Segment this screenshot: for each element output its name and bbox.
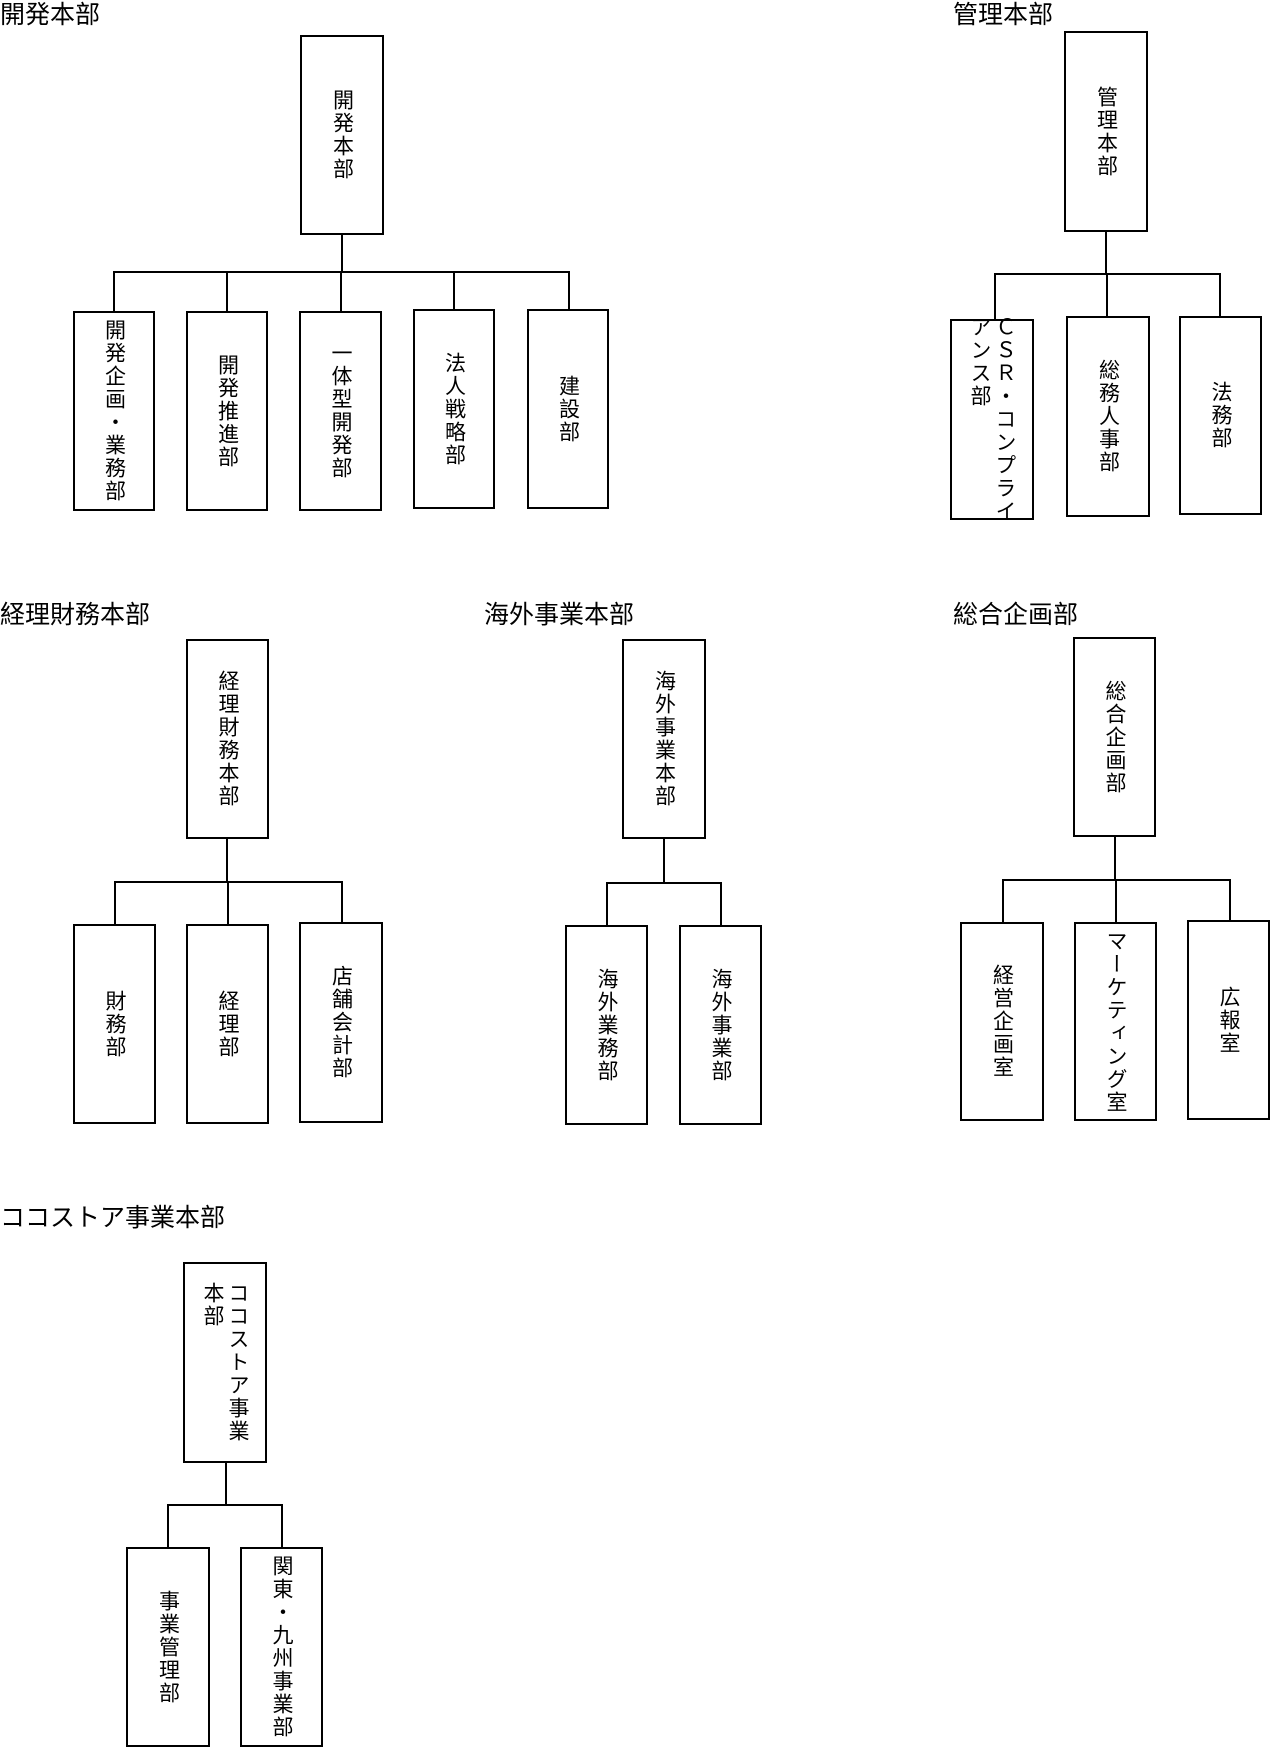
connector-line [281,1504,283,1547]
org-box: 関東・九州事業部 [240,1547,323,1747]
connector-line [606,882,608,925]
connector-line [113,271,115,311]
connector-line [663,839,665,884]
connector-line [114,881,116,924]
org-box-head: 開発本部 [300,35,384,235]
org-box-label: 関東・九州事業部 [270,1555,294,1739]
connector-line [167,1504,283,1506]
connector-line [1002,879,1004,922]
org-box: 建設部 [527,309,609,509]
connector-line [720,882,722,925]
org-box-label: 事業管理部 [156,1589,181,1705]
org-box-label: 法人戦略部 [442,351,467,467]
org-box-head: 総合企画部 [1073,637,1156,837]
connector-line [568,271,570,311]
org-box: マーケティング室 [1074,922,1157,1121]
org-box-label: ＣＳＲ・コンプライ アンス部 [968,316,1017,523]
org-box: 開発企画・業務部 [73,311,155,511]
org-box-head: 経理財務本部 [186,639,269,839]
connector-line [1115,879,1117,922]
org-box-label: 経理財務本部 [216,670,240,808]
org-box: 海外事業部 [679,925,762,1125]
org-box-label: 法務部 [1209,381,1233,450]
org-box-label: 経理部 [216,989,240,1059]
org-box: 店舗会計部 [299,922,383,1123]
section-title: 開発本部 [0,0,101,29]
org-box-label: 開発本部 [330,89,355,181]
connector-line [606,882,722,884]
org-box-head: ココストア事業 本部 [183,1262,267,1463]
section-title: ココストア事業本部 [0,1203,226,1232]
connector-line [226,839,228,883]
org-box-label: 店舗会計部 [329,965,354,1080]
section-title: 経理財務本部 [0,600,151,629]
connector-line [227,881,229,924]
connector-line [225,1463,227,1506]
org-box: 法務部 [1179,316,1262,515]
org-box-head: 管理本部 [1064,31,1148,232]
org-box-label: 海外事業本部 [652,670,677,808]
connector-line [1106,273,1108,318]
org-box: 開発推進部 [186,311,268,511]
org-box-label: 建設部 [556,374,581,444]
org-box-label: 経営企画室 [990,964,1015,1079]
connector-line [1229,879,1231,922]
org-box: 法人戦略部 [413,309,495,509]
org-box: 総務人事部 [1066,316,1150,517]
org-box: 経理部 [186,924,269,1124]
org-box-label: マーケティング室 [1104,929,1128,1114]
connector-line [994,273,996,319]
org-box-label: 総合企画部 [1103,679,1127,795]
org-box-label: 一体型開発部 [329,342,353,480]
org-box-label: 海外業務部 [595,967,619,1083]
org-box-head: 海外事業本部 [622,639,706,839]
connector-line [341,235,343,273]
connector-line [1219,273,1221,316]
connector-line [167,1504,169,1547]
org-box: 一体型開発部 [299,311,382,511]
org-box-label: 広報室 [1217,985,1241,1055]
org-box: 広報室 [1187,920,1270,1120]
org-box: 事業管理部 [126,1547,210,1747]
org-box-label: 開発企画・業務部 [102,319,127,503]
org-box: ＣＳＲ・コンプライ アンス部 [950,316,1034,523]
org-box-label: 管理本部 [1094,85,1119,178]
connector-line [1114,837,1116,881]
connector-line [341,881,343,924]
org-box: 経営企画室 [960,922,1044,1121]
section-title: 総合企画部 [953,600,1079,629]
connector-line [453,271,455,311]
org-box-label: 海外事業部 [709,967,733,1083]
org-box-label: 財務部 [103,989,127,1059]
org-box-label: 開発推進部 [215,353,240,469]
section-title: 管理本部 [953,0,1054,29]
org-box: 財務部 [73,924,156,1124]
section-title: 海外事業本部 [484,600,635,629]
connector-line [340,271,342,311]
org-box: 海外業務部 [565,925,648,1125]
org-box-label: ココストア事業 本部 [201,1282,250,1443]
connector-line [1105,232,1107,275]
connector-line [226,271,228,311]
org-box-label: 総務人事部 [1096,359,1121,474]
